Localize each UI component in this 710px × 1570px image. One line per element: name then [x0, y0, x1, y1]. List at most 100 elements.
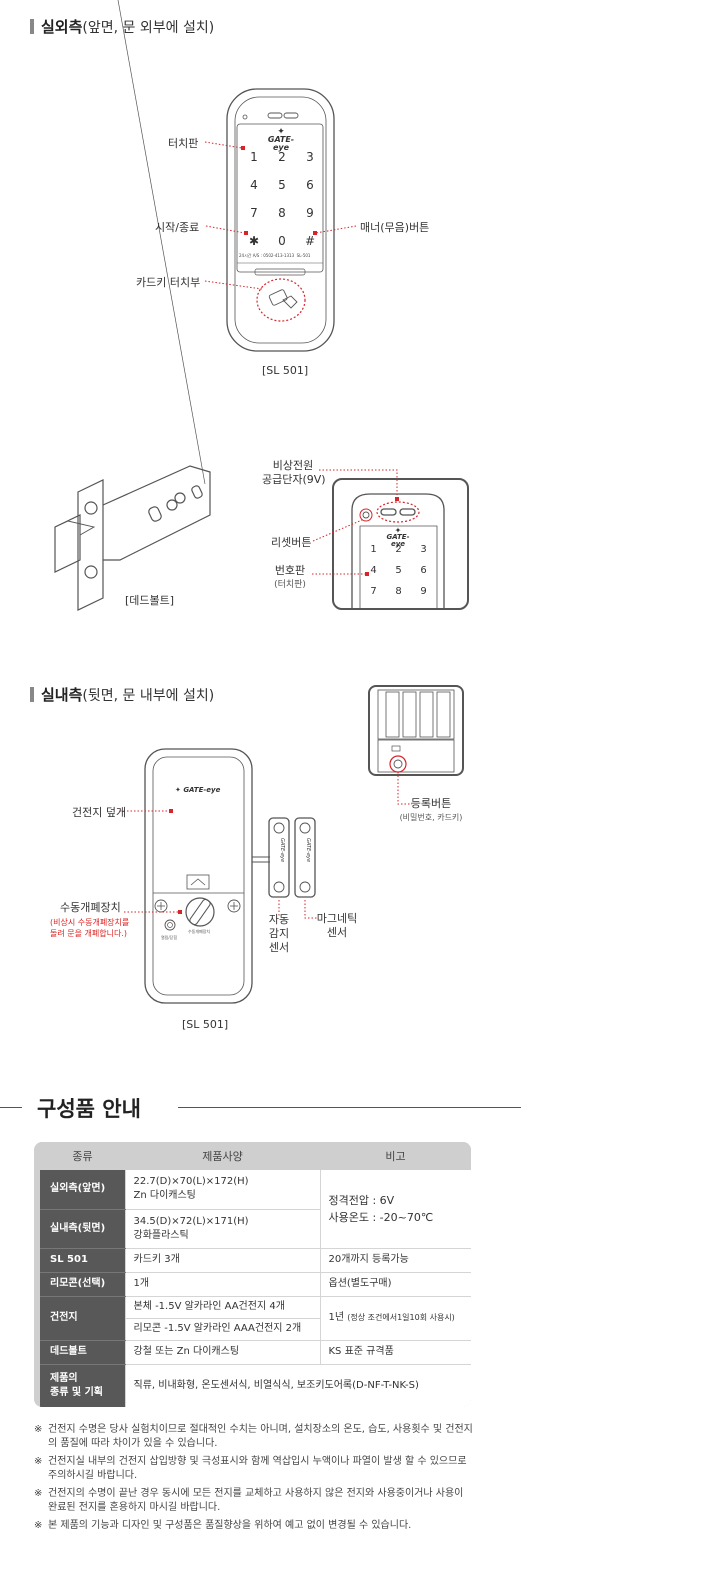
emergency-terminal-highlight	[376, 501, 420, 523]
detail-key: 3	[420, 544, 427, 555]
auto-sensor-body	[268, 817, 290, 898]
cat-deadbolt: 데드볼트	[40, 1340, 125, 1365]
housing-hole-2	[174, 492, 186, 504]
outdoor-led	[242, 114, 248, 120]
outdoor-lock-illustration	[226, 88, 335, 352]
outdoor-brand-text: GATE-eye	[267, 135, 295, 152]
outdoor-heading-rest: (앞면, 문 외부에 설치)	[82, 20, 215, 36]
battery-compartment-illustration	[368, 685, 464, 776]
note-remote: 옵션(별도구매)	[319, 1272, 471, 1297]
outdoor-section-heading: 실외측(앞면, 문 외부에 설치)	[30, 16, 214, 37]
header-note: 비고	[320, 1142, 471, 1170]
detail-panel	[359, 525, 438, 609]
outdoor-card-slot	[254, 268, 306, 276]
indoor-brand-logo: ✦ GATE-eye	[175, 786, 220, 794]
label-battery-cover: 건전지 덮개	[72, 806, 127, 819]
manual-note: (비상시 수동개폐장치를 돌려 문을 개폐합니다.)	[50, 917, 129, 939]
indoor-section-heading: 실내측(뒷면, 문 내부에 설치)	[30, 684, 214, 705]
table-header-row: 종류 제품사양 비고	[40, 1142, 471, 1170]
outdoor-key: 9	[306, 206, 314, 220]
leader-touchpad	[204, 141, 243, 149]
outdoor-key: 3	[306, 150, 314, 164]
faceplate-hole-top	[84, 501, 98, 515]
dot-emergency	[395, 497, 399, 501]
label-manner-button: 매너(무음)버튼	[360, 221, 430, 234]
dot-numberpad	[365, 572, 369, 576]
deadbolt-illustration	[54, 0, 211, 611]
dot-battery-cover	[169, 809, 173, 813]
heading-bar-indoor	[30, 687, 34, 702]
table-row: 실외측(앞면) 22.7(D)×70(L)×172(H)Zn 다이캐스팅 정격전…	[40, 1170, 471, 1249]
leader-reset	[312, 519, 363, 542]
dot-manner	[313, 231, 317, 235]
register-line1: 등록버튼	[410, 797, 452, 810]
detail-key: 2	[395, 544, 402, 555]
hand-icon	[282, 295, 298, 309]
spec-indoor: 34.5(D)×72(L)×171(H)강화플라스틱	[124, 1209, 320, 1249]
number-pad-line2: (터치판)	[274, 580, 306, 590]
register-button	[393, 759, 403, 769]
dot-manual	[178, 910, 182, 914]
auto-sensor-line1: 자동	[268, 913, 290, 926]
spec-battery-1: 본체 -1.5V 알카라인 AA건전지 4개	[124, 1296, 320, 1319]
deadbolt-faceplate	[77, 479, 104, 611]
manual-knob-handle	[189, 898, 211, 926]
magnetic-sensor-body	[294, 817, 316, 898]
title-rule-left	[0, 1107, 22, 1108]
title-rule-right	[178, 1107, 521, 1108]
outdoor-brand-logo: ✦ GATE-eye	[267, 127, 295, 152]
note-deadbolt: KS 표준 규격품	[319, 1340, 471, 1365]
indoor-brand-text: GATE-eye	[183, 786, 221, 794]
table-row: 건전지 본체 -1.5V 알카라인 AA건전지 4개 1년 (정상 조건에서1일…	[40, 1296, 471, 1341]
open-close-button	[164, 919, 176, 931]
detail-frame	[332, 478, 469, 610]
leader-magnetic	[304, 900, 318, 919]
housing-edge	[117, 0, 206, 485]
outdoor-key: ✱	[248, 234, 260, 248]
components-title: 구성품 안내	[37, 1097, 141, 1121]
spec-battery-2: 리모콘 -1.5V 알카라인 AAA건전지 2개	[124, 1318, 320, 1341]
leader-card	[204, 280, 263, 290]
register-line2: (비밀번호, 카드키)	[399, 813, 463, 822]
outdoor-touch-panel	[236, 123, 324, 273]
label-number-pad: 번호판 (터치판)	[268, 564, 312, 592]
detail-key: 1	[370, 544, 377, 555]
spec-outdoor: 22.7(D)×70(L)×172(H)Zn 다이캐스팅	[124, 1170, 320, 1210]
outdoor-lock-body	[226, 88, 335, 352]
note-item: ※건전지의 수명이 끝난 경우 동시에 모든 전지를 교체하고 사용하지 않은 …	[34, 1488, 464, 1513]
label-emergency-power: 비상전원 공급단자(9V)	[262, 459, 326, 487]
label-magnetic-sensor: 마그네틱 센서	[315, 912, 359, 940]
outdoor-key: 6	[306, 178, 314, 192]
housing-hole-1	[166, 499, 178, 511]
battery-bay	[377, 689, 455, 740]
detail-key: 4	[370, 565, 377, 576]
indoor-heading-bold: 실내측	[41, 686, 83, 704]
table-row: 데드볼트 강철 또는 Zn 다이캐스팅 KS 표준 규격품	[40, 1340, 471, 1365]
card-icon	[268, 289, 288, 306]
cat-remote: 리모콘(선택)	[40, 1272, 125, 1297]
outdoor-key: 1	[250, 150, 258, 164]
outdoor-slot-left	[267, 112, 283, 119]
number-pad-line1: 번호판	[274, 564, 306, 577]
note-item: ※건전지실 내부의 건전지 삽입방향 및 극성표시와 함께 역삽입시 누액이나 …	[34, 1456, 467, 1481]
label-manual-lock: 수동개폐장치	[60, 901, 121, 914]
cat-outdoor: 실외측(앞면)	[40, 1170, 125, 1210]
dot-touchpad	[241, 146, 245, 150]
note-item: ※본 제품의 기능과 디자인 및 구성품은 품질향상을 위하여 예고 없이 변경…	[34, 1520, 412, 1531]
note-sl501: 20개까지 등록가능	[319, 1248, 471, 1273]
model-mark: SL-501	[296, 253, 311, 258]
outdoor-key: 4	[250, 178, 258, 192]
cover-arrow	[190, 878, 206, 886]
housing-slot-1	[148, 506, 162, 522]
outdoor-heading-bold: 실외측	[41, 18, 83, 36]
detail-key: 5	[395, 565, 402, 576]
detail-slot-left	[380, 508, 397, 516]
cat-sl501: SL 501	[40, 1248, 125, 1273]
indoor-brand-icon: ✦	[175, 786, 181, 794]
outdoor-slot-right	[283, 112, 299, 119]
detail-lock-body	[351, 493, 445, 609]
